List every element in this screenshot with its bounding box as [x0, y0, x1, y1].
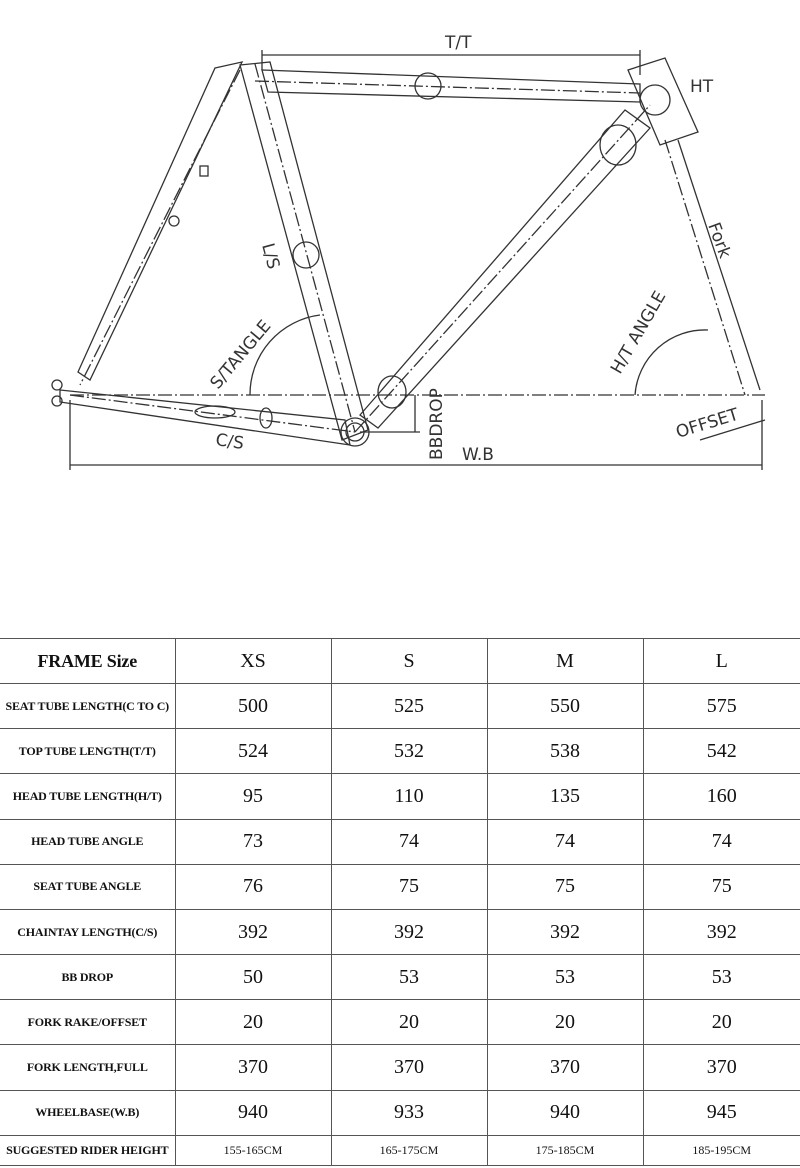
- cell-value: 933: [330, 1089, 488, 1136]
- cell-value: 53: [642, 954, 800, 1001]
- row-label: HEAD TUBE ANGLE: [0, 818, 176, 865]
- cell-value: 500: [174, 683, 332, 730]
- cell-value: 542: [642, 728, 800, 775]
- cell-value: S: [330, 637, 488, 685]
- frame-geometry-diagram: T/T HT Fork H/T ANGLE S/TANGLE L/S C/S B…: [51, 33, 766, 470]
- cell-value: 940: [486, 1089, 644, 1136]
- cell-value: 185-195CM: [642, 1134, 800, 1167]
- cell-value: 20: [174, 999, 332, 1046]
- cell-value: 75: [642, 863, 800, 910]
- cell-value: 370: [330, 1044, 488, 1091]
- cell-value: 575: [642, 683, 800, 730]
- cell-value: 20: [330, 999, 488, 1046]
- cell-value: 20: [642, 999, 800, 1046]
- row-label: SUGGESTED RIDER HEIGHT: [0, 1134, 176, 1167]
- cell-value: 175-185CM: [486, 1134, 644, 1167]
- cell-value: 392: [174, 908, 332, 956]
- cell-value: 53: [486, 954, 644, 1001]
- row-label: SEAT TUBE LENGTH(C TO C): [0, 683, 176, 730]
- row-label: FORK RAKE/OFFSET: [0, 999, 176, 1046]
- row-label: TOP TUBE LENGTH(T/T): [0, 728, 176, 775]
- cell-value: 532: [330, 728, 488, 775]
- row-label: BB DROP: [0, 954, 176, 1001]
- cell-value: 155-165CM: [174, 1134, 332, 1167]
- cell-value: 370: [486, 1044, 644, 1091]
- cell-value: 392: [642, 908, 800, 956]
- cell-value: 940: [174, 1089, 332, 1136]
- row-label: FRAME Size: [0, 637, 176, 685]
- cell-value: 550: [486, 683, 644, 730]
- cell-value: 370: [174, 1044, 332, 1091]
- cell-value: 74: [486, 818, 644, 865]
- label-wheelbase: W.B: [462, 445, 494, 465]
- cell-value: 20: [486, 999, 644, 1046]
- cell-value: 524: [174, 728, 332, 775]
- cell-value: 945: [642, 1089, 800, 1136]
- cell-value: 50: [174, 954, 332, 1001]
- row-label: WHEELBASE(W.B): [0, 1089, 176, 1136]
- row-label: HEAD TUBE LENGTH(H/T): [0, 773, 176, 820]
- cell-value: 74: [330, 818, 488, 865]
- cell-value: 525: [330, 683, 488, 730]
- row-label: SEAT TUBE ANGLE: [0, 863, 176, 910]
- label-fork: Fork: [703, 220, 734, 261]
- label-bb-drop: BBDROP: [427, 388, 447, 460]
- cell-value: XS: [174, 637, 332, 685]
- cell-value: 160: [642, 773, 800, 820]
- row-label: FORK LENGTH,FULL: [0, 1044, 176, 1091]
- cell-value: 76: [174, 863, 332, 910]
- frame-outline: [51, 50, 766, 470]
- cell-value: 53: [330, 954, 488, 1001]
- cell-value: 95: [174, 773, 332, 820]
- cell-value: 110: [330, 773, 488, 820]
- cell-value: 74: [642, 818, 800, 865]
- label-head-tube-angle: H/T ANGLE: [607, 288, 670, 378]
- label-head-tube: HT: [690, 77, 714, 97]
- cell-value: L: [642, 637, 800, 685]
- row-label: CHAINTAY LENGTH(C/S): [0, 908, 176, 956]
- label-top-tube: T/T: [444, 33, 472, 53]
- label-chainstay: C/S: [214, 430, 245, 454]
- cell-value: 392: [486, 908, 644, 956]
- cell-value: 165-175CM: [330, 1134, 488, 1167]
- cell-value: 370: [642, 1044, 800, 1091]
- cell-value: 75: [486, 863, 644, 910]
- cell-value: 538: [486, 728, 644, 775]
- cell-value: 135: [486, 773, 644, 820]
- label-seat-tube-length: L/S: [257, 241, 283, 271]
- cell-value: M: [486, 637, 644, 685]
- label-seat-tube-angle: S/TANGLE: [207, 317, 276, 394]
- cell-value: 392: [330, 908, 488, 956]
- cell-value: 75: [330, 863, 488, 910]
- cell-value: 73: [174, 818, 332, 865]
